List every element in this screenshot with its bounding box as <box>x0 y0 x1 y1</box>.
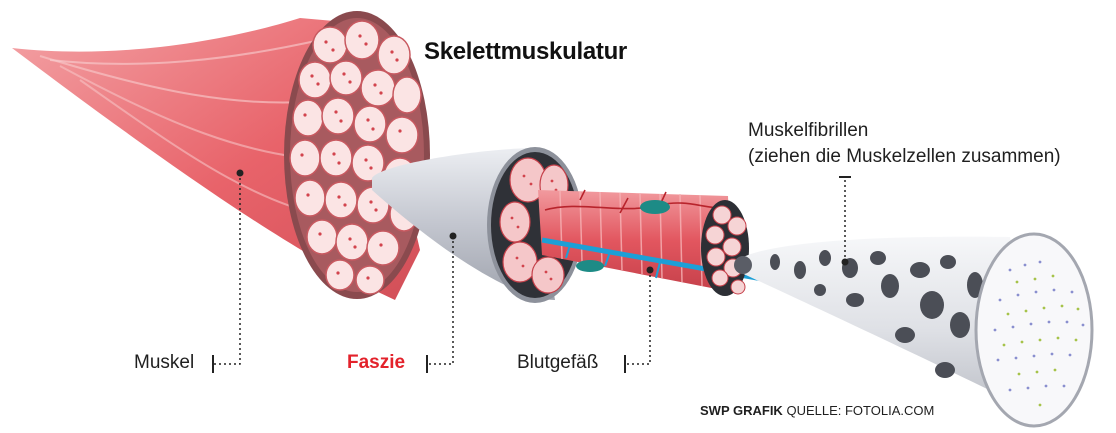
muscle-illustration <box>12 11 430 300</box>
source-credit: SWP GRAFIK QUELLE: FOTOLIA.COM <box>700 403 934 418</box>
label-muskelfibrillen-name: Muskelfibrillen <box>748 118 1061 144</box>
leader-dot-muskel <box>237 170 244 177</box>
label-blutgefaess: Blutgefäß <box>517 352 598 374</box>
myofibril-illustration <box>734 234 1092 426</box>
label-faszie: Faszie <box>347 352 405 374</box>
leader-dot-muskelfibrillen <box>842 259 849 266</box>
credit-brand: SWP GRAFIK <box>700 403 783 418</box>
leader-blutgefaess <box>626 270 650 364</box>
myofibril-cross-section <box>976 234 1092 426</box>
leader-faszie <box>428 236 453 364</box>
label-muskelfibrillen-description: (ziehen die Muskelzellen zusammen) <box>748 144 1061 170</box>
nerve-node <box>640 200 670 214</box>
label-muskel: Muskel <box>134 352 194 374</box>
leader-dot-blutgefaess <box>647 267 654 274</box>
credit-source: QUELLE: FOTOLIA.COM <box>786 403 934 418</box>
diagram-title: Skelettmuskulatur <box>424 38 627 66</box>
fiber-bundle-illustration <box>538 190 768 296</box>
label-muskelfibrillen: Muskelfibrillen (ziehen die Muskelzellen… <box>748 118 1061 170</box>
leader-dot-faszie <box>450 233 457 240</box>
